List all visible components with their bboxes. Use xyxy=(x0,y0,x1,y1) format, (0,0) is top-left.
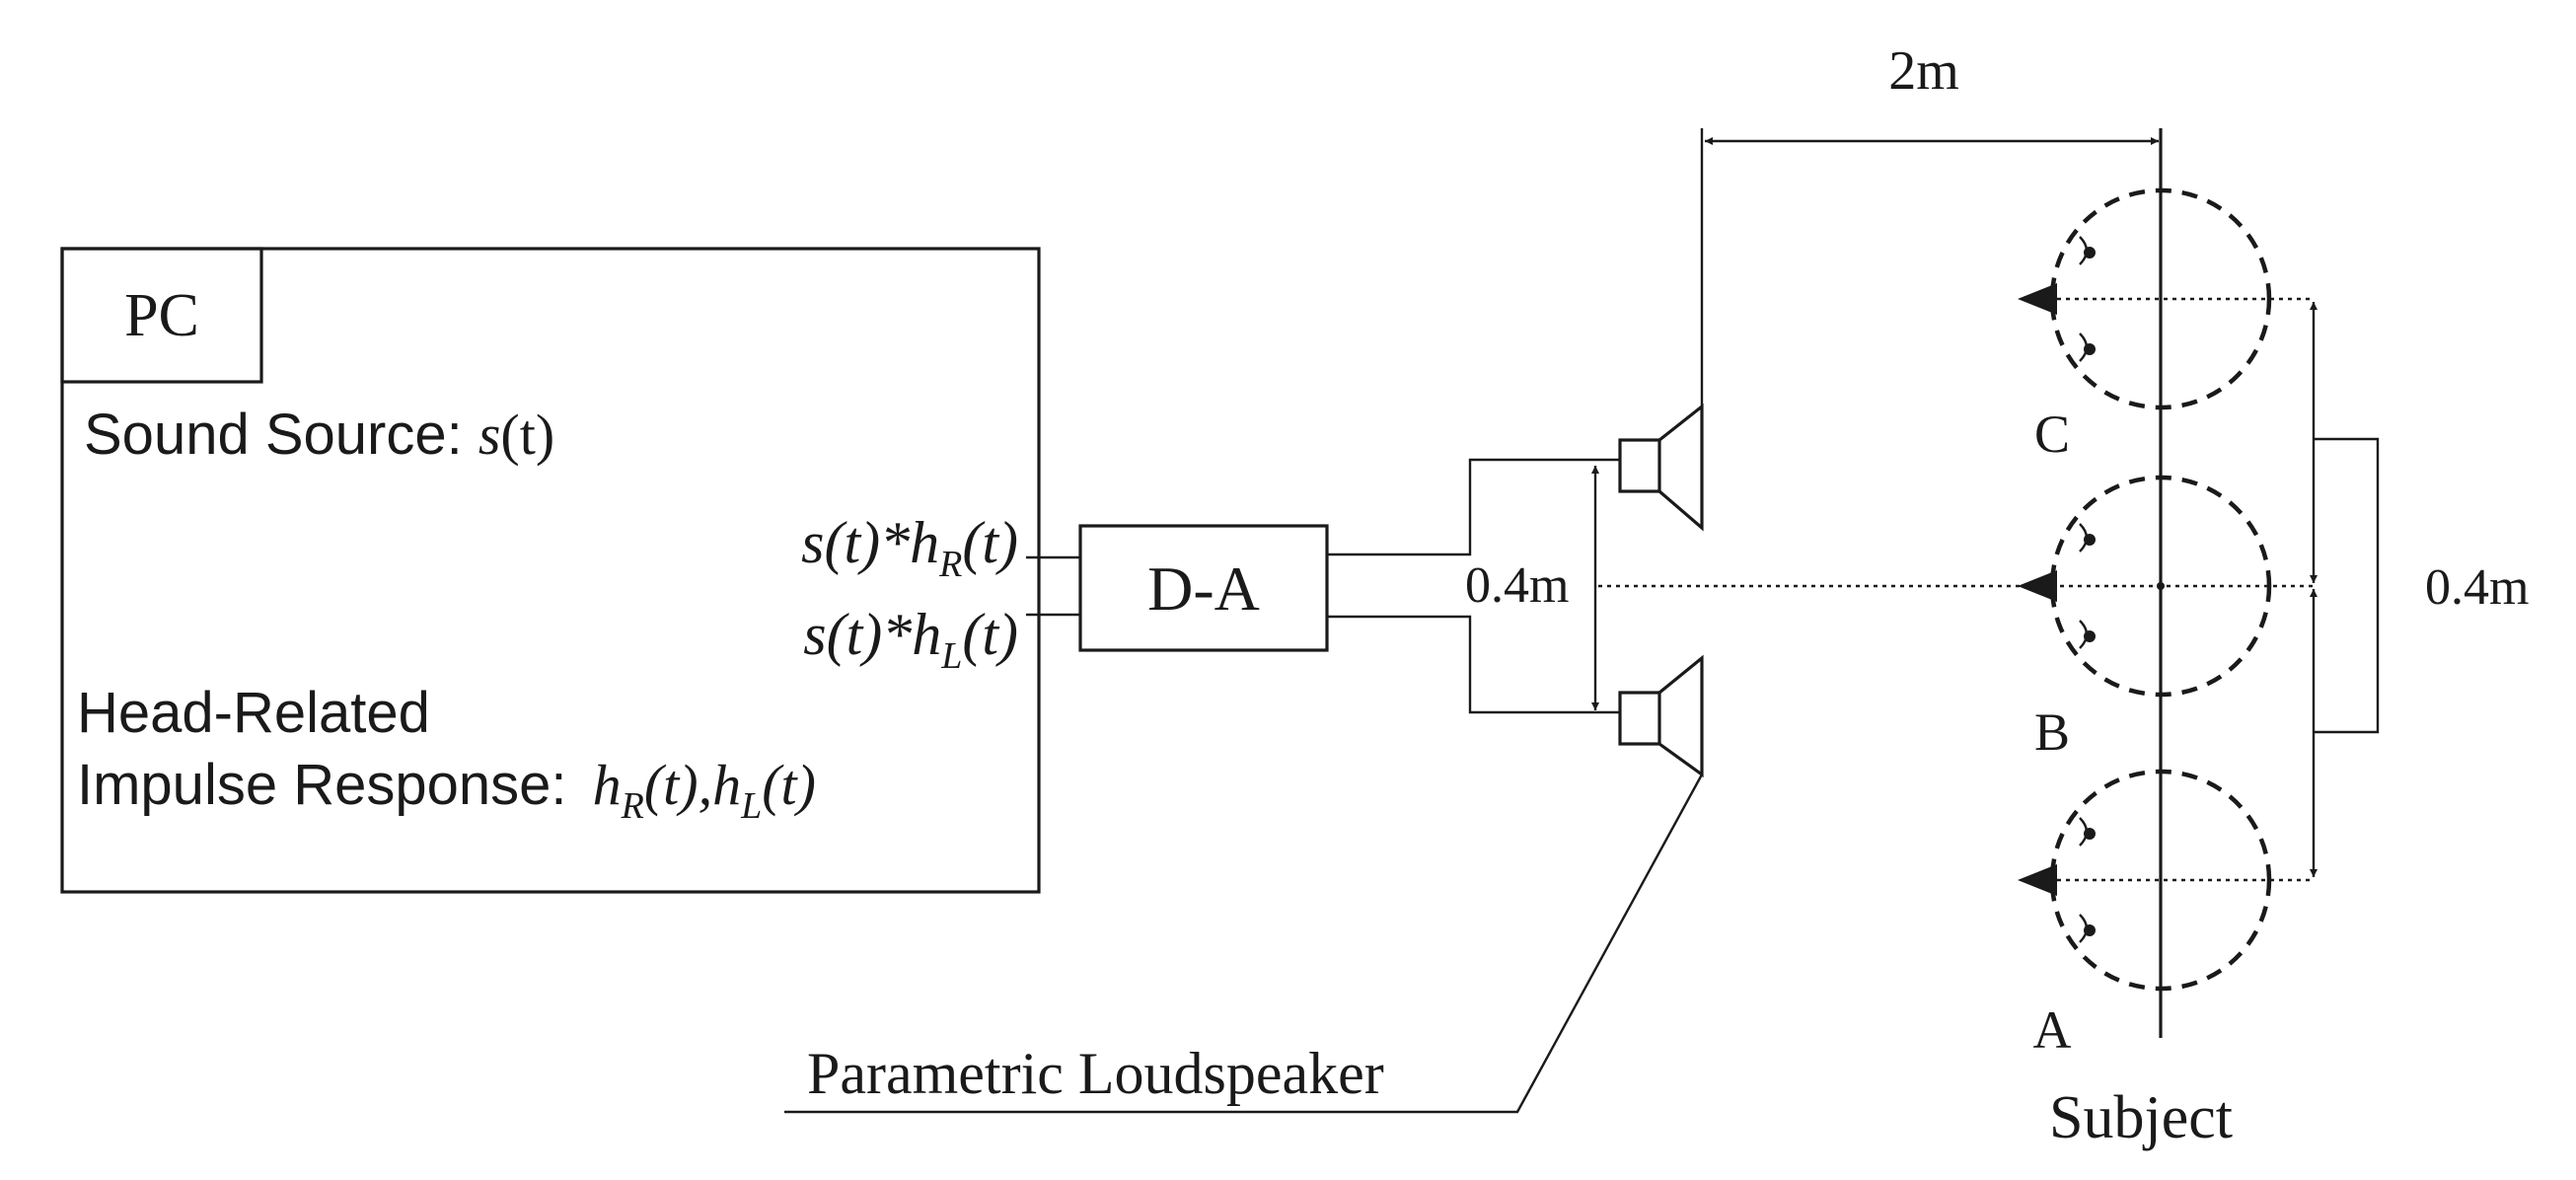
da-converter-box xyxy=(1078,524,1329,652)
speaker-spacing-label: 0.4m xyxy=(1465,557,1569,614)
position-spacing-bracket xyxy=(2314,437,2380,734)
da-to-speaker-wires xyxy=(1327,458,1620,714)
position-label-a: A xyxy=(2033,1000,2072,1060)
head-outline-b xyxy=(2049,475,2272,698)
parametric-loudspeaker-lower xyxy=(1618,654,1704,778)
head-outline-c xyxy=(2049,187,2272,410)
position-label-c: C xyxy=(2034,405,2070,464)
subject-position-a: A xyxy=(2018,769,2314,1060)
parametric-loudspeaker-upper xyxy=(1618,403,1704,532)
output-left-text: s(t)*hL(t) xyxy=(803,602,1018,677)
loudspeaker-label: Parametric Loudspeaker xyxy=(807,1041,1384,1106)
nose-marker-b xyxy=(2018,570,2057,602)
position-spacing-label: 0.4m xyxy=(2425,559,2529,616)
position-label-b: B xyxy=(2034,702,2070,762)
da-converter-label: D-A xyxy=(1147,553,1260,624)
nose-marker-a xyxy=(2018,864,2057,896)
output-right-text: s(t)*hR(t) xyxy=(801,510,1018,585)
hrir-label-line1: Head-Related xyxy=(77,681,430,745)
subject-position-b: B xyxy=(2018,475,2272,762)
pc-outer-box xyxy=(60,247,1041,894)
sound-source-text: Sound Source: s(t) xyxy=(84,403,554,467)
pc-to-da-wires xyxy=(1026,555,1080,617)
distance-label: 2m xyxy=(1888,40,1959,102)
head-outline-a xyxy=(2049,769,2272,992)
subject-label: Subject xyxy=(2049,1084,2233,1151)
pc-label: PC xyxy=(124,282,199,349)
da-converter: D-A xyxy=(1078,524,1329,652)
pc-block: PC Sound Source: s(t) s(t)*hR(t) s(t)*hL… xyxy=(60,247,1041,894)
pc-label-box xyxy=(60,247,263,384)
subject-position-c: C xyxy=(2018,187,2314,464)
loudspeaker-leader-line xyxy=(784,774,1704,1114)
hrir-label-line2: Impulse Response: hR(t),hL(t) xyxy=(77,753,816,827)
nose-marker-c xyxy=(2018,283,2057,315)
